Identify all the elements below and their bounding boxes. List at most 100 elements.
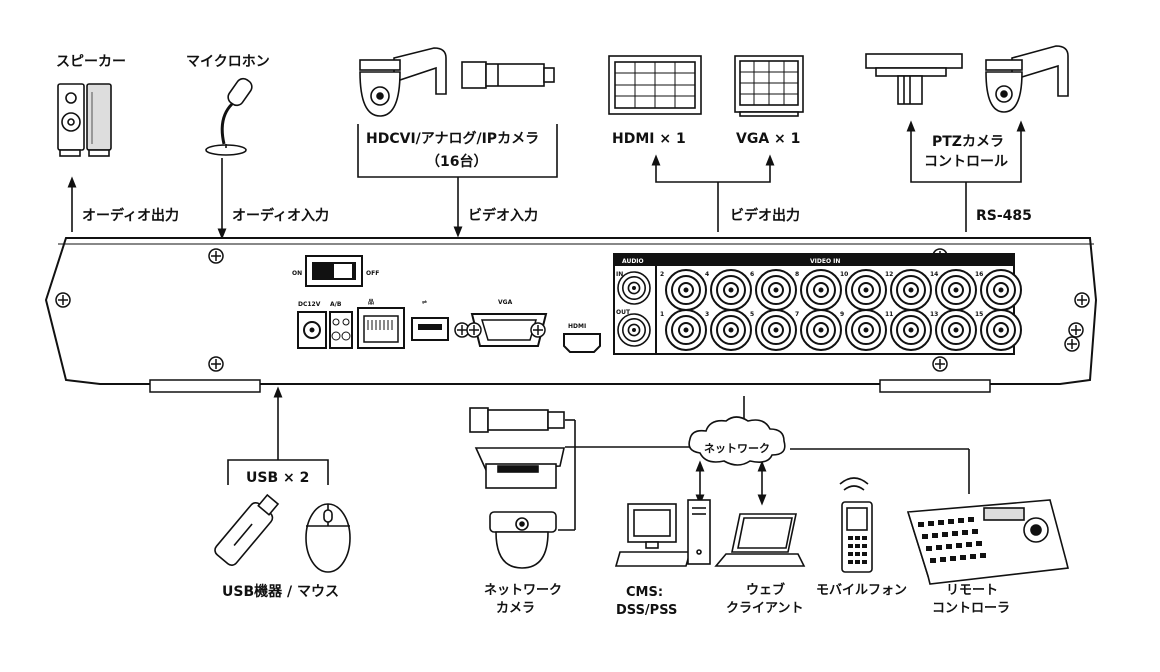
network-cloud-icon [688,416,786,466]
video-in-number: 16 [975,271,983,278]
hdmi-output-label: HDMI × 1 [612,131,686,147]
remote-controller-icon [906,499,1069,585]
laptop-icon [714,513,806,567]
cms-label-line2: DSS/PSS [616,603,677,618]
video-in-port-13[interactable]: 13 [930,309,977,351]
video-in-port-5[interactable]: 5 [750,309,797,351]
video-in-port-12[interactable]: 12 [885,269,932,311]
usb-symbol-icon: ⇌ [422,299,427,306]
video-in-port-9[interactable]: 9 [840,309,887,351]
network-camera-label-line1: ネットワーク [484,583,562,598]
bnc-row-top: 2 4 6 8 10 12 14 16 [660,269,1022,311]
mouse-icon [305,503,351,573]
web-client-label-line2: クライアント [726,601,803,616]
ptz-dome-icon [985,45,1069,113]
video-in-port-14[interactable]: 14 [930,269,977,311]
video-in-port-3[interactable]: 3 [705,309,752,351]
video-in-number: 7 [795,311,799,318]
network-camera-label-line2: カメラ [496,601,535,616]
mobile-phone-icon [839,477,873,573]
microphone-label: マイクロホン [186,54,270,70]
audio-out-port[interactable] [617,313,651,347]
network-port-icon: 品 [368,298,374,306]
dome-camera-icon [359,47,447,117]
speaker-icon [57,83,112,157]
audio-in-port[interactable] [617,271,651,305]
ethernet-port[interactable]: 品 [357,298,405,349]
video-out-connection-label: ビデオ出力 [730,207,800,224]
switch-on-label: ON [292,270,302,277]
video-in-port-10[interactable]: 10 [840,269,887,311]
video-in-number: 10 [840,271,848,278]
video-in-connection-label: ビデオ入力 [468,207,538,224]
network-box-camera-icon [469,407,565,433]
video-in-label: VIDEO IN [810,258,840,265]
ptz-camera-icon [865,53,963,105]
cameras-label-line1: HDCVI/アナログ/IPカメラ [366,130,539,147]
ptz-label-line2: コントロール [924,154,1008,170]
usb-stick-icon [214,493,280,566]
vga-port[interactable]: VGA [466,299,548,347]
video-in-port-4[interactable]: 4 [705,269,752,311]
video-in-number: 15 [975,311,983,318]
video-in-number: 1 [660,311,664,318]
vga-output-label: VGA × 1 [736,131,800,147]
cameras-label-line2: （16台） [426,153,487,170]
network-dome-camera-icon [489,511,557,569]
switch-off-label: OFF [366,270,379,277]
desktop-pc-icon [614,499,711,567]
usb-port[interactable]: ⇌ [411,299,470,341]
hdmi-port-label: HDMI [568,323,586,330]
vga-port-label: VGA [498,299,513,306]
video-in-port-1[interactable]: 1 [660,309,707,351]
audio-in-connection-label: オーディオ入力 [232,207,329,224]
video-in-number: 5 [750,311,754,318]
video-in-port-2[interactable]: 2 [660,269,707,311]
video-in-number: 14 [930,271,938,278]
power-switch[interactable]: ON OFF [292,255,379,287]
hdmi-monitor-icon [608,55,702,115]
video-in-number: 12 [885,271,893,278]
network-bullet-camera-icon [474,447,565,489]
usb-devices-label: USB機器 / マウス [222,583,339,600]
rs485-connection-label: RS-485 [976,208,1032,224]
video-in-port-11[interactable]: 11 [885,309,932,351]
hdmi-port[interactable]: HDMI [563,323,601,353]
vga-monitor-icon [734,55,804,117]
video-in-number: 2 [660,271,664,278]
video-in-number: 6 [750,271,754,278]
dc-power-jack[interactable]: DC12V [297,301,327,349]
speaker-label: スピーカー [56,54,126,70]
usb-count-label: USB × 2 [246,470,309,486]
audio-label: AUDIO [622,258,644,265]
ptz-label-line1: PTZカメラ [932,134,1004,150]
rs485-terminal[interactable]: A/B [329,301,353,349]
audio-in-label: IN [616,271,623,278]
video-in-number: 4 [705,271,709,278]
cms-label-line1: CMS: [626,585,663,600]
video-in-port-7[interactable]: 7 [795,309,842,351]
box-camera-icon [461,61,555,89]
connection-lines [67,120,1026,531]
remote-controller-label-line2: コントローラ [932,601,1010,616]
remote-controller-label-line1: リモート [946,583,998,598]
audio-out-connection-label: オーディオ出力 [82,207,179,224]
web-client-label-line1: ウェブ [746,582,785,598]
video-in-port-15[interactable]: 15 [975,309,1022,351]
video-in-number: 8 [795,271,799,278]
microphone-icon [205,77,253,156]
video-in-number: 11 [885,311,893,318]
dc-label: DC12V [298,301,321,308]
network-label: ネットワーク [704,442,770,455]
video-in-port-8[interactable]: 8 [795,269,842,311]
audio-out-label: OUT [616,309,631,316]
video-in-port-16[interactable]: 16 [975,269,1022,311]
video-in-port-6[interactable]: 6 [750,269,797,311]
video-in-number: 9 [840,311,844,318]
ab-label: A/B [330,301,342,308]
video-in-number: 3 [705,311,709,318]
mobile-phone-label: モバイルフォン [816,583,907,598]
video-in-number: 13 [930,311,938,318]
